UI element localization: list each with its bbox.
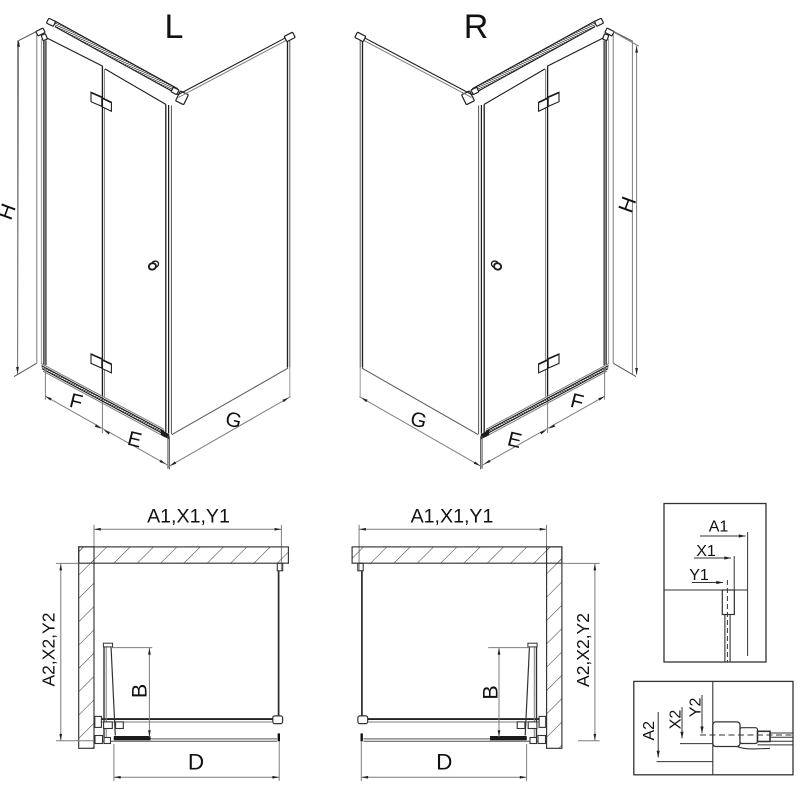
svg-text:A2,X2,Y2: A2,X2,Y2 [573,613,593,687]
svg-text:X1: X1 [696,543,716,560]
svg-text:E: E [505,427,524,453]
svg-text:A2: A2 [641,721,658,741]
svg-text:L: L [165,8,184,46]
svg-text:D: D [188,750,204,775]
svg-text:E: E [125,427,144,453]
svg-text:A1,X1,Y1: A1,X1,Y1 [147,506,230,528]
svg-text:A2,X2,Y2: A2,X2,Y2 [38,613,58,687]
svg-text:Y1: Y1 [689,567,709,584]
svg-text:Y2: Y2 [688,698,705,718]
svg-text:F: F [67,389,85,414]
svg-text:A1: A1 [709,519,729,536]
svg-text:F: F [568,389,586,414]
svg-text:A1,X1,Y1: A1,X1,Y1 [411,506,494,528]
svg-text:B: B [478,685,502,699]
svg-text:G: G [223,407,244,433]
svg-text:D: D [436,750,452,775]
svg-text:B: B [127,684,151,698]
svg-text:H: H [614,194,641,216]
svg-text:R: R [464,8,489,46]
svg-text:G: G [408,407,429,433]
svg-text:X2: X2 [668,710,685,730]
